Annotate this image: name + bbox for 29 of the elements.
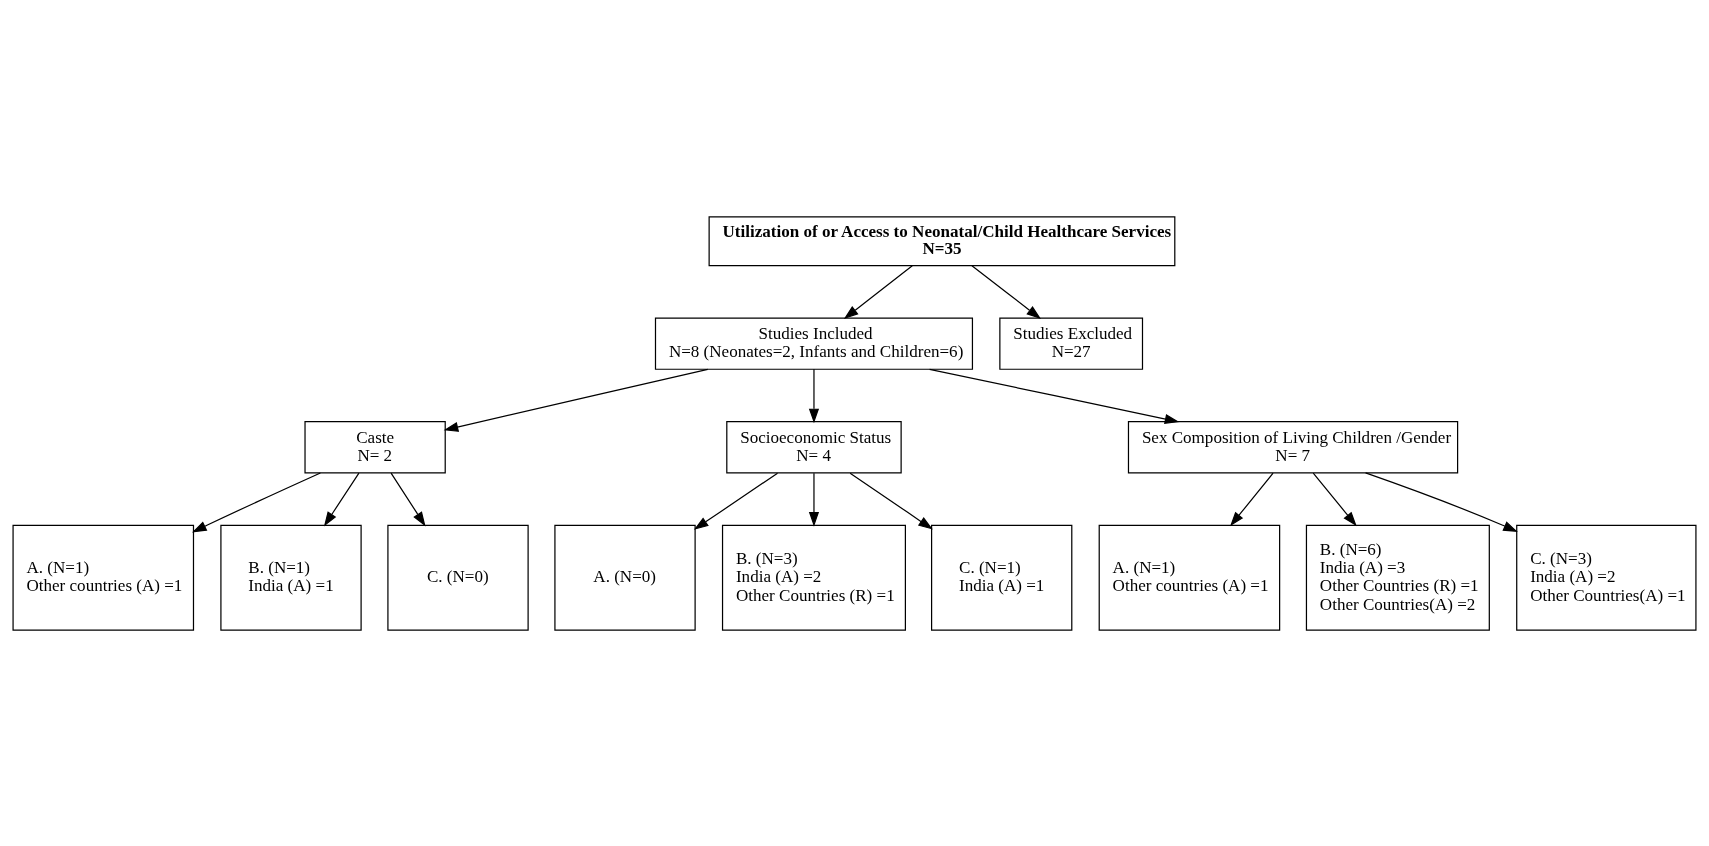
arrow: [1365, 471, 1518, 532]
node-box: B. (N=6) India (A) =3 Other Countries (R) =1 Other Countries(A) =2: [1305, 524, 1490, 631]
arrow: [808, 368, 820, 423]
arrow: [693, 472, 779, 530]
node-box: Utilization of or Access to Neonatal/Child Healthcare Services N=35: [708, 215, 1176, 266]
node-box: Studies Included N=8 (Neonates=2, Infants and Children=6): [654, 316, 974, 370]
node-box: C. (N=3) India (A) =2 Other Countries(A) =1: [1516, 524, 1697, 631]
arrow: [323, 472, 360, 526]
arrow: [849, 472, 933, 530]
arrow: [971, 264, 1042, 319]
arrow: [1230, 472, 1274, 526]
arrow: [443, 368, 709, 432]
node-box: C. (N=1) India (A) =1: [931, 524, 1073, 631]
node-box: B. (N=1) India (A) =1: [220, 524, 362, 631]
node-box: Studies Excluded N=27: [999, 316, 1144, 370]
node-box: A. (N=0): [554, 524, 696, 631]
node-box: Socioeconomic Status N= 4: [726, 420, 902, 473]
arrow: [191, 471, 321, 532]
arrow: [843, 264, 913, 319]
node-box: C. (N=0): [387, 524, 529, 631]
node-box: B. (N=3) India (A) =2 Other Countries (R) =1: [721, 524, 906, 631]
arrow: [390, 472, 426, 526]
arrow: [929, 368, 1180, 424]
node-box: Sex Composition of Living Children /Gender N= 7: [1127, 420, 1459, 473]
node-box: A. (N=1) Other countries (A) =1: [12, 524, 195, 631]
node-box: Caste N= 2: [304, 420, 446, 473]
arrow: [808, 472, 820, 527]
arrow: [1312, 472, 1357, 526]
node-box: A. (N=1) Other countries (A) =1: [1098, 524, 1281, 631]
